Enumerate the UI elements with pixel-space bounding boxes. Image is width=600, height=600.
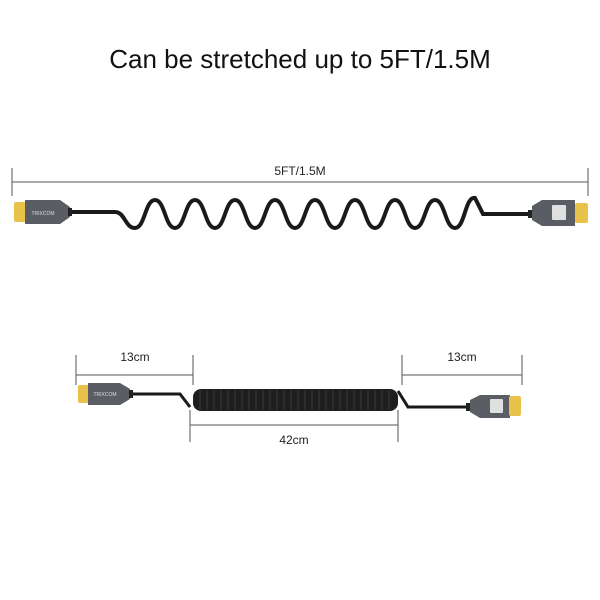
- left-straight-label: 13cm: [120, 350, 150, 364]
- length-dimension-line: [11, 168, 589, 196]
- stretched-cable: TRIXCOM: [14, 196, 588, 231]
- gold-plug-left: [14, 202, 26, 222]
- coil-length-label: 42cm: [279, 433, 309, 447]
- coiled-cable-stretched: [72, 196, 530, 231]
- svg-text:TRIXCOM: TRIXCOM: [31, 211, 54, 217]
- right-straight-label: 13cm: [447, 350, 477, 364]
- svg-text:TRIXCOM: TRIXCOM: [93, 392, 116, 398]
- gold-plug-right: [575, 203, 588, 223]
- coil-body: [193, 389, 398, 411]
- coiled-cable: TRIXCOM: [78, 383, 521, 418]
- connector-shell-left: [25, 200, 70, 224]
- length-label: 5FT/1.5M: [274, 164, 326, 178]
- page-title: Can be stretched up to 5FT/1.5M: [109, 44, 491, 74]
- 8k-badge-icon: [552, 205, 566, 220]
